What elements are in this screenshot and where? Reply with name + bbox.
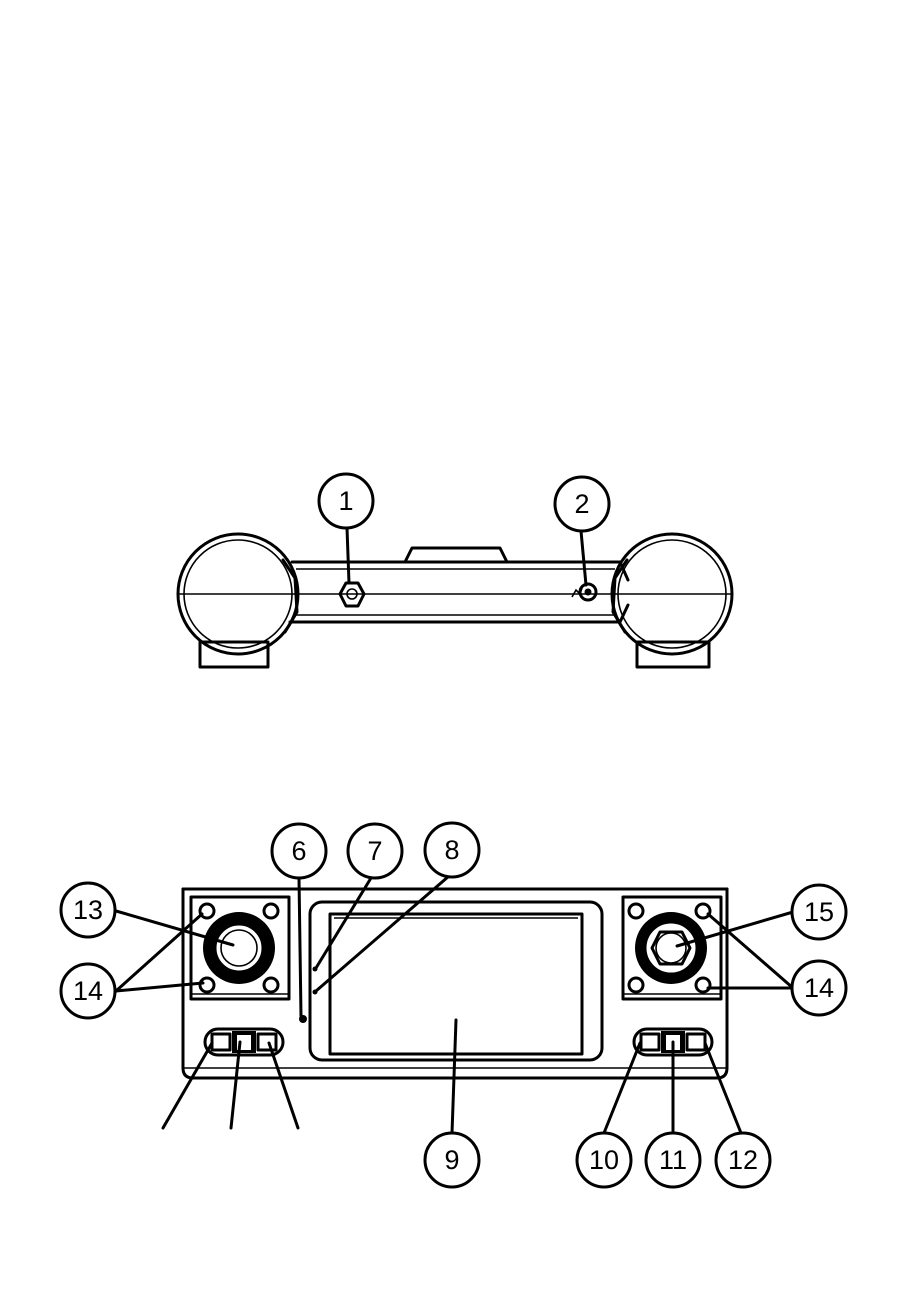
callout-label: 10	[589, 1145, 619, 1175]
callout-label: 2	[574, 489, 589, 519]
front-housing-top	[183, 889, 727, 895]
callout-label: 9	[444, 1145, 459, 1175]
callout-10: 10	[577, 1133, 631, 1187]
callout-label: 7	[367, 836, 382, 866]
callout-15: 15	[792, 885, 846, 939]
callout-label: 11	[659, 1145, 687, 1175]
top-handle	[405, 548, 507, 562]
callout-7: 7	[348, 824, 402, 878]
callout-11: 11	[646, 1133, 700, 1187]
callout-label: 15	[804, 897, 834, 927]
callout-8: 8	[425, 823, 479, 877]
top-view	[178, 534, 732, 667]
callout-9: 9	[425, 1133, 479, 1187]
top-body-lower	[290, 605, 628, 622]
callout-label: 14	[804, 973, 834, 1003]
callout-label: 1	[338, 486, 353, 516]
left-panel	[191, 897, 289, 999]
callout-6: 6	[272, 824, 326, 878]
callout-14-left: 14	[61, 964, 115, 1018]
callout-2: 2	[555, 477, 609, 531]
callout-label: 13	[73, 895, 103, 925]
callout-label: 12	[728, 1145, 758, 1175]
callout-14-right: 14	[792, 961, 846, 1015]
callout-label: 6	[291, 836, 306, 866]
right-panel	[623, 897, 721, 999]
callout-1: 1	[319, 474, 373, 528]
callout-13: 13	[61, 883, 115, 937]
callout-label: 8	[444, 835, 459, 865]
callout-label: 14	[73, 976, 103, 1006]
top-connector-2	[572, 584, 596, 600]
callout-12: 12	[716, 1133, 770, 1187]
left-knob	[178, 534, 298, 667]
top-body-upper	[292, 562, 628, 580]
right-knob	[612, 534, 732, 667]
